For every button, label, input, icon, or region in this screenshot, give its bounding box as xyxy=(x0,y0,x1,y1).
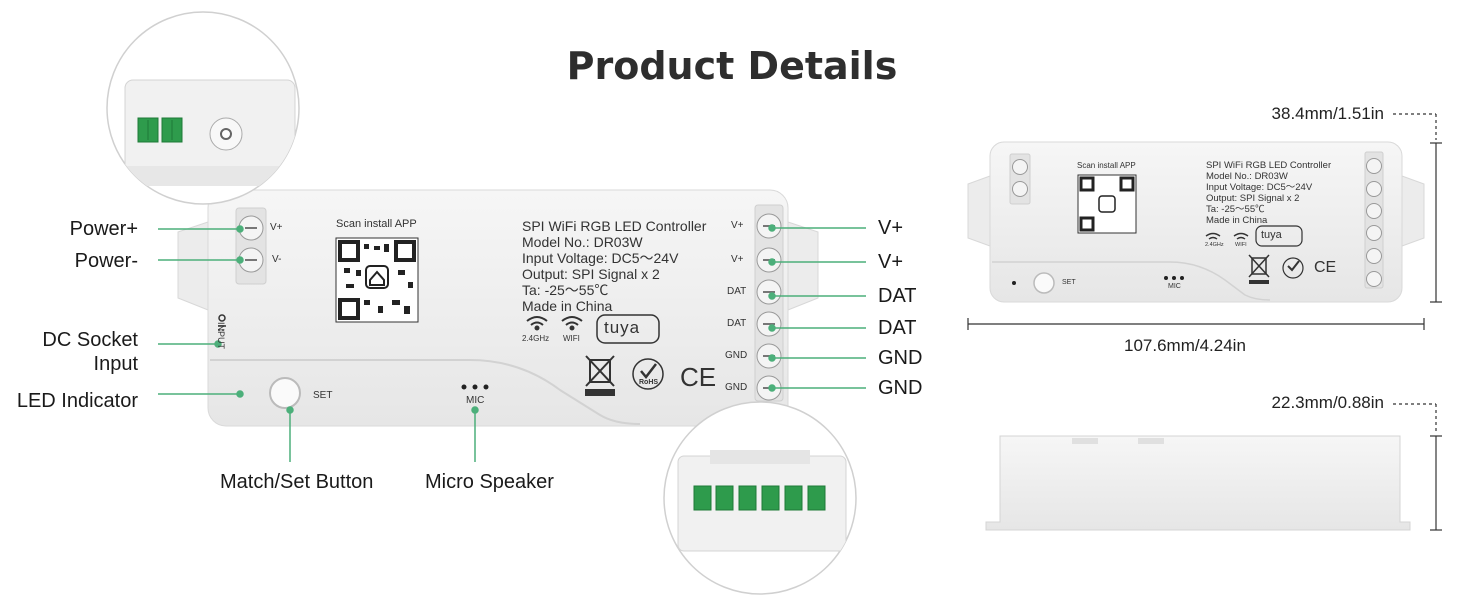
page-title: Product Details xyxy=(566,44,898,88)
wifi-icon xyxy=(561,316,583,331)
rohs-icon xyxy=(632,358,664,390)
input-label: INPUT xyxy=(216,322,226,349)
dimension-height: 38.4mm/1.51in xyxy=(1271,104,1384,123)
side-view-device xyxy=(985,435,1411,531)
device-label-block: SPI WiFi RGB LED Controller Model No.: D… xyxy=(522,218,706,314)
wifi-label: WIFI xyxy=(563,334,580,343)
zoom-circle-power-input xyxy=(106,11,300,205)
right-terminal-block xyxy=(754,204,784,402)
small-device-model: Model No.: DR03W xyxy=(1206,171,1288,182)
callout-right-v-plus-1: V+ xyxy=(878,217,904,239)
right-terminal-label-6: GND xyxy=(725,382,748,393)
small-device-output: Output: SPI Signal x 2 xyxy=(1206,193,1300,204)
callout-right-gnd-1: GND xyxy=(878,347,923,369)
callout-power-minus: Power- xyxy=(74,250,138,272)
small-ce-mark: CE xyxy=(1314,259,1337,276)
callout-right-dat-1: DAT xyxy=(878,285,917,307)
left-terminal-block xyxy=(235,207,267,285)
dimension-lines-top xyxy=(967,113,1442,330)
set-label: SET xyxy=(313,390,333,401)
small-device-temp: Ta: -25〜55℃ xyxy=(1206,204,1265,215)
wifi-24ghz-icon xyxy=(526,316,548,331)
callout-dc-socket: DC Socket xyxy=(42,329,138,351)
weee-bin-icon xyxy=(585,355,615,396)
set-button-shape[interactable] xyxy=(269,377,301,409)
wifi-24-label: 2.4GHz xyxy=(522,334,550,343)
dimension-width: 107.6mm/4.24in xyxy=(1124,336,1246,355)
small-device-name: SPI WiFi RGB LED Controller xyxy=(1206,160,1332,171)
small-wifi-24-label: 2.4GHz xyxy=(1205,242,1224,248)
small-wifi-label: WIFI xyxy=(1235,242,1247,248)
device-output: Output: SPI Signal x 2 xyxy=(522,266,660,282)
tuya-logo: tuya xyxy=(604,318,641,337)
ce-mark: CE xyxy=(680,362,717,392)
callout-right-dat-2: DAT xyxy=(878,317,917,339)
zoom-circle-output-terminals xyxy=(663,401,857,595)
mic-holes xyxy=(461,384,489,390)
callout-right-v-plus-2: V+ xyxy=(878,251,904,273)
qr-code xyxy=(335,237,419,323)
scan-install-label: Scan install APP xyxy=(336,218,417,230)
small-device-voltage: Input Voltage: DC5〜24V xyxy=(1206,182,1313,193)
callout-dc-socket-input: Input xyxy=(93,353,138,375)
device-made: Made in China xyxy=(522,298,613,314)
dc-input-icon xyxy=(218,314,226,331)
device-model: Model No.: DR03W xyxy=(522,234,643,250)
left-terminal-label-1: V+ xyxy=(270,222,283,233)
small-label-block: SPI WiFi RGB LED Controller Model No.: D… xyxy=(1206,160,1331,226)
tuya-badge xyxy=(596,314,660,344)
callout-right-gnd-2: GND xyxy=(878,377,923,399)
callout-power-plus: Power+ xyxy=(69,218,138,240)
device-temp: Ta: -25〜55℃ xyxy=(522,282,609,298)
small-mic-label: MIC xyxy=(1168,283,1181,290)
right-terminal-label-2: V+ xyxy=(731,254,744,265)
callout-match-set-button: Match/Set Button xyxy=(220,471,374,493)
rohs-label: RoHS xyxy=(639,379,659,386)
dimension-lines-side xyxy=(1393,403,1442,531)
right-terminal-label-4: DAT xyxy=(727,318,747,329)
dimension-depth: 22.3mm/0.88in xyxy=(1271,393,1384,412)
main-device xyxy=(177,189,819,427)
small-device-made: Made in China xyxy=(1206,215,1268,226)
right-terminal-label-3: DAT xyxy=(727,286,747,297)
right-terminal-label-5: GND xyxy=(725,350,748,361)
right-terminal-label-1: V+ xyxy=(731,220,744,231)
left-terminal-label-2: V- xyxy=(272,254,282,265)
mic-label: MIC xyxy=(466,395,485,406)
small-set-label: SET xyxy=(1062,279,1076,286)
small-scan-label: Scan install APP xyxy=(1077,161,1136,170)
callout-led-indicator: LED Indicator xyxy=(16,390,138,412)
device-name: SPI WiFi RGB LED Controller xyxy=(522,218,707,234)
top-view-device xyxy=(967,141,1425,303)
callout-lines xyxy=(158,224,866,462)
small-tuya-logo: tuya xyxy=(1261,229,1282,241)
callout-micro-speaker: Micro Speaker xyxy=(425,471,554,493)
device-voltage: Input Voltage: DC5〜24V xyxy=(522,250,679,266)
